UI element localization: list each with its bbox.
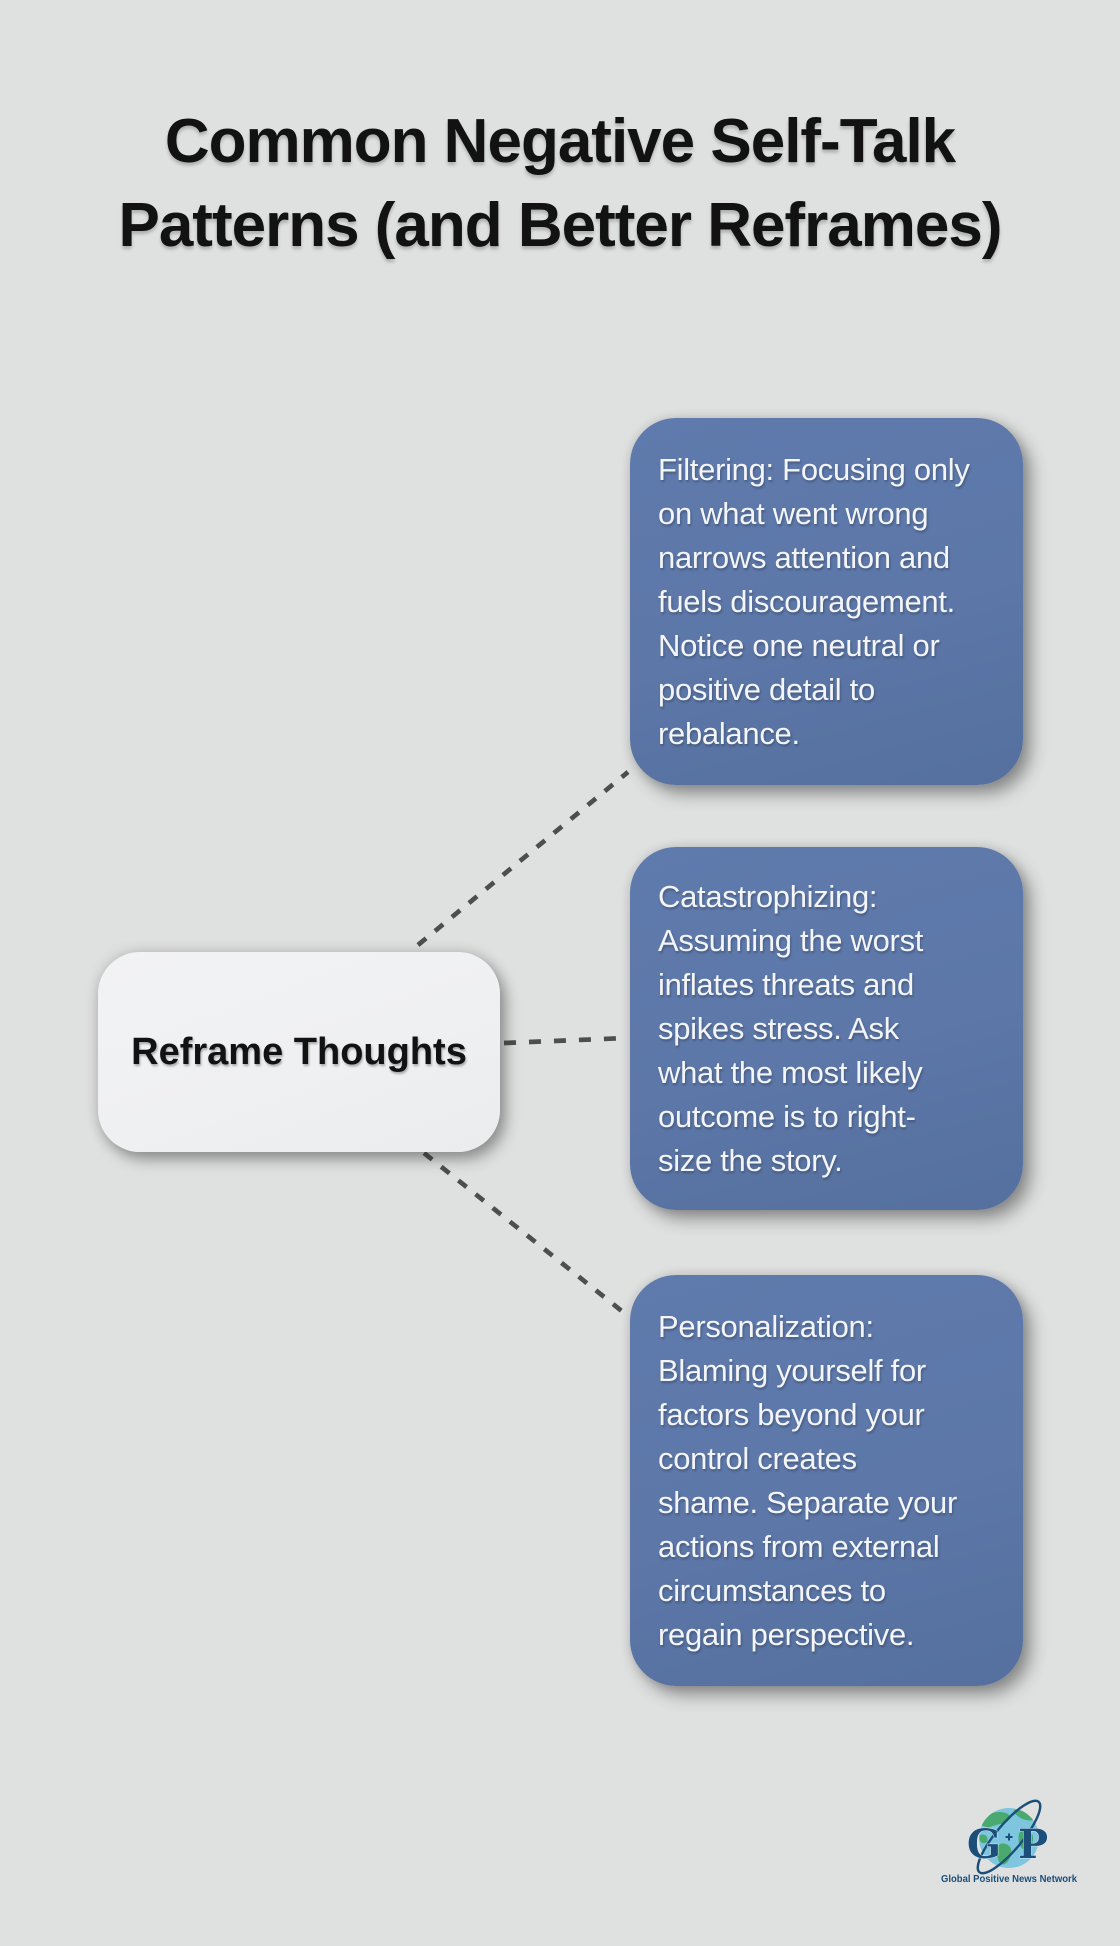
branch-node-personalization: Personalization: Blaming yourself for fa… [630,1275,1023,1686]
branch-node-catastrophizing: Catastrophizing: Assuming the worst infl… [630,847,1023,1210]
orbit-ring-icon [976,1799,1042,1875]
logo-letter-p: P [1018,1821,1048,1868]
connector-line-catastrophizing [503,1035,628,1046]
branch-text-filtering: Filtering: Focusing only on what went wr… [658,451,970,751]
connector-line-filtering [416,770,630,947]
branch-text-personalization: Personalization: Blaming yourself for fa… [658,1308,958,1652]
page-title: Common Negative Self-Talk Patterns (and … [118,107,1002,260]
connector-line-personalization [422,1151,630,1318]
branch-node-filtering: Filtering: Focusing only on what went wr… [630,418,1023,785]
logo-caption: Global Positive News Network [941,1873,1077,1885]
root-node: Reframe Thoughts [98,952,500,1152]
logo-plus-icon [1005,1833,1013,1841]
branch-text-catastrophizing: Catastrophizing: Assuming the worst infl… [658,878,924,1178]
logo-letter-g: G [967,1821,1001,1868]
root-node-label: Reframe Thoughts [131,1030,467,1073]
gpnn-logo: G P Global Positive News Network [941,1799,1077,1885]
